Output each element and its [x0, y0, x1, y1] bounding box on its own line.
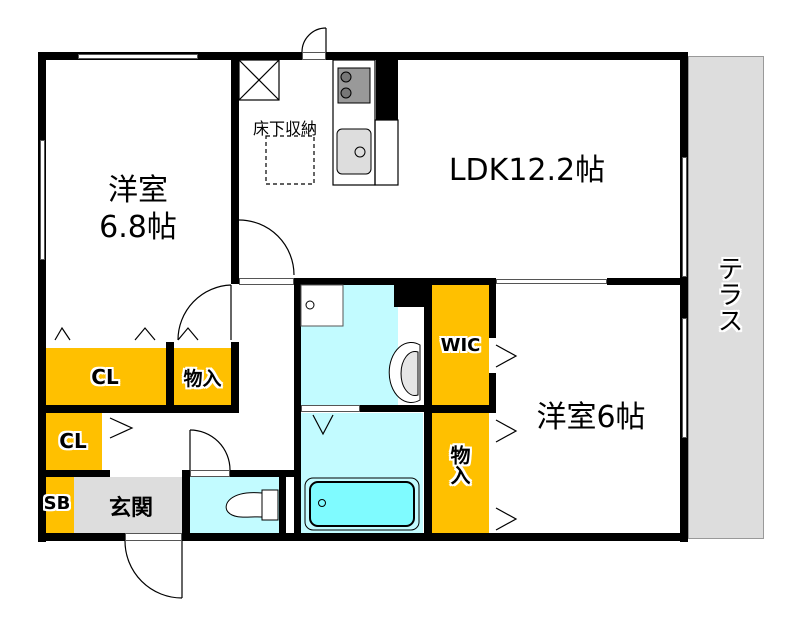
- hatch-icon: [238, 59, 280, 101]
- stove-icon: [337, 67, 371, 104]
- closet-door-marks: [54, 326, 199, 341]
- window-room1-left: [40, 140, 45, 260]
- room1-name: 洋室: [108, 173, 168, 208]
- room1-size: 6.8帖: [99, 210, 177, 245]
- window-ldk-right: [682, 157, 687, 277]
- walk-in-closet: [432, 285, 489, 405]
- wall-wic-right: [489, 278, 496, 338]
- door-swing-top: [301, 27, 327, 53]
- opening-hall-ldk: [239, 278, 294, 285]
- wic-label: WIC: [440, 335, 481, 356]
- sink-icon: [336, 128, 372, 175]
- wall-toilet-left: [182, 470, 190, 540]
- room2-label: 洋室6帖: [536, 400, 646, 435]
- wall-wet-top: [294, 278, 494, 285]
- storage-1-label: 物入: [183, 368, 222, 390]
- wall-wic-storage: [424, 405, 496, 413]
- wall-wic-right-lower: [489, 373, 496, 413]
- wall-outer-right: [680, 52, 688, 542]
- ldk-label: LDK12.2帖: [448, 153, 606, 188]
- closet-2-label: CL: [59, 429, 87, 453]
- wall-toilet-top: [230, 470, 301, 477]
- storage-2: [432, 413, 489, 533]
- wall-storage1-right: [231, 342, 239, 412]
- wall-cl2-bottom: [38, 470, 110, 477]
- door-swing-ldk: [238, 219, 295, 276]
- underfloor-storage-label: 床下収納: [252, 119, 317, 138]
- toilet-icon: [261, 489, 279, 521]
- wall-wash-bath: [360, 405, 432, 412]
- door-entrance-opening: [125, 533, 182, 541]
- door-top-opening: [302, 52, 326, 60]
- wall-room2-top: [607, 278, 688, 285]
- wall-room1-bottom: [38, 405, 239, 413]
- storage-2-label: 物入: [447, 445, 471, 485]
- storage-1: [174, 348, 231, 405]
- wall-kitchen-pillar: [376, 58, 398, 120]
- door-swing-toilet: [189, 429, 231, 471]
- wall-room1-right: [231, 52, 239, 284]
- opening-ldk-room2: [496, 279, 607, 284]
- door-swing-room1: [177, 284, 232, 341]
- entrance-label: 玄関: [108, 496, 153, 521]
- underfloor-storage-outline: [265, 135, 315, 185]
- closet-2: [45, 413, 102, 470]
- entrance: [74, 477, 182, 533]
- wall-outer-left: [38, 52, 46, 542]
- door-toilet-opening: [190, 470, 230, 477]
- window-room1-top: [78, 54, 198, 59]
- wall-small-box: [394, 285, 424, 307]
- shoe-box: [45, 477, 74, 533]
- window-room2-right: [682, 318, 687, 438]
- terrace: [688, 56, 764, 539]
- wall-wet-left: [294, 278, 301, 540]
- bathtub-icon: [309, 481, 415, 527]
- door-swing-entrance: [124, 540, 183, 599]
- wall-outer-top: [38, 52, 688, 60]
- closet-1: [45, 348, 166, 405]
- terrace-label: テラス: [713, 255, 743, 333]
- door-wash-opening: [301, 405, 360, 412]
- wall-cl-divider: [166, 342, 174, 412]
- wall-toilet-right: [279, 477, 286, 537]
- closet-1-label: CL: [91, 365, 119, 389]
- shoe-box-label: SB: [43, 493, 71, 514]
- wall-outer-bottom: [38, 533, 688, 541]
